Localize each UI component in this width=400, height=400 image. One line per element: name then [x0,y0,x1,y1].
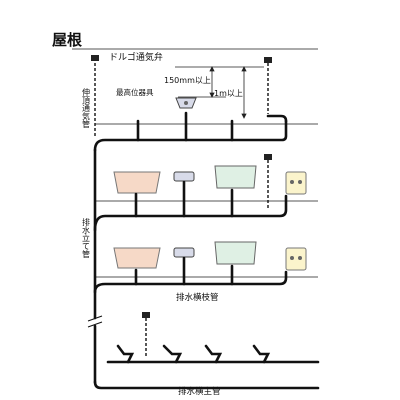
floor2-fixtures [113,165,307,195]
section-title: 屋根 [52,31,82,49]
basin-floor3 [173,247,195,258]
floor2-valve [264,154,272,160]
sink-floor2 [214,165,257,189]
branch-drain-label: 排水横枝管 [176,292,219,303]
dorugo-valve-left [91,55,99,61]
main-horizontal [106,344,320,364]
highest-fixture-label: 最高位器具 [116,87,154,97]
toilet-floor2 [285,171,307,195]
vent-pipe-label: 伸頂通気管 [82,87,91,129]
main-drain-label: 排水横主管 [178,386,221,397]
drain-stack-label: 排水立て管 [82,217,91,259]
floor2-branch [93,180,288,232]
dim-150-label: 150mm以上 [164,76,211,85]
top-branch [93,111,288,152]
bathtub-floor2 [113,171,161,194]
basin-floor2 [173,171,195,182]
floor-lines [72,48,318,278]
sink-floor3 [214,241,257,265]
dimension-lines [175,66,264,119]
floor3-branch [93,256,288,294]
floor3-fixtures [113,241,307,271]
toilet-floor3 [285,247,307,271]
stack-break-mark [87,315,103,328]
highest-fixture-basin [175,97,197,109]
bathtub-floor3 [113,247,161,269]
dorugo-valve-label: ドルゴ通気弁 [109,51,163,63]
bottom-valve [142,312,150,318]
dim-1m-label: 1m以上 [214,89,243,98]
dorugo-valve-right [264,57,272,114]
